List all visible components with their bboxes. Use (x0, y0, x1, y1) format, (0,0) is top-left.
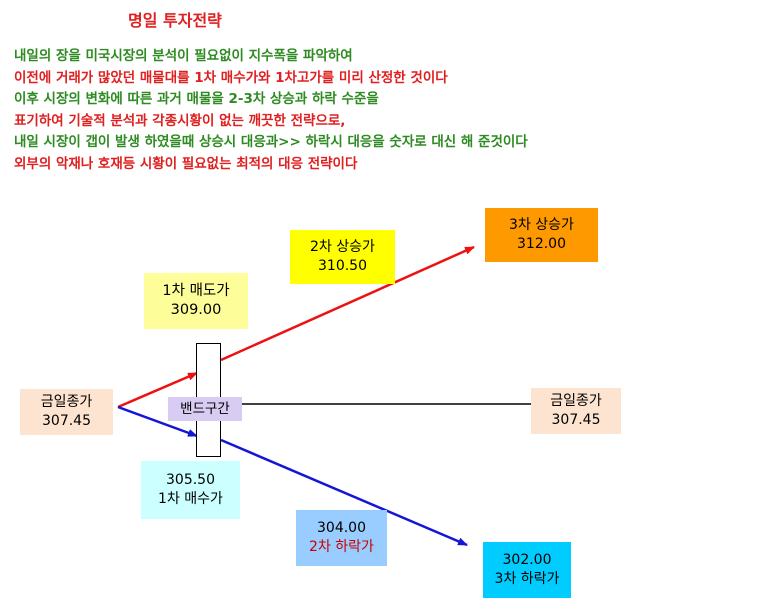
band-zone-label: 밴드구간 (168, 397, 242, 421)
rise3-label: 3차 상승가 (509, 217, 574, 233)
intro-line-2: 이전에 거래가 많았던 매물대를 1차 매수가와 1차고가를 미리 산정한 것이… (14, 69, 448, 86)
rise2-value: 310.50 (318, 258, 367, 274)
today-close-value: 307.45 (551, 412, 601, 428)
buy1-label: 1차 매수가 (158, 491, 223, 507)
today-close-label: 금일종가 (550, 393, 602, 409)
rise3-box: 3차 상승가 312.00 (485, 208, 598, 262)
rise2-box: 2차 상승가 310.50 (290, 230, 395, 284)
fall2-label: 2차 하락가 (309, 539, 374, 555)
page-title: 명일 투자전략 (128, 11, 222, 30)
fall3-value: 302.00 (502, 552, 552, 568)
fall3-box: 302.00 3차 하락가 (483, 542, 571, 598)
intro-line-1: 내일의 장을 미국시장의 분석이 필요없이 지수폭을 파악하여 (14, 48, 353, 64)
arrow-close-to-buy1 (117, 405, 198, 438)
today-close-value: 307.45 (42, 413, 91, 429)
rise2-label: 2차 상승가 (310, 239, 375, 255)
fall2-value: 304.00 (317, 520, 366, 536)
fall3-label: 3차 하락가 (494, 571, 560, 587)
intro-line-6: 외부의 악재나 호재등 시황이 필요없는 최적의 대응 전략이다 (14, 155, 358, 172)
intro-line-3: 이후 시장의 변화에 따른 과거 매물을 2-3차 상승과 하락 수준을 (14, 91, 379, 108)
fall2-box: 304.00 2차 하락가 (296, 510, 387, 566)
today-close-box-left: 금일종가 307.45 (20, 389, 113, 435)
today-close-label: 금일종가 (40, 394, 93, 410)
intro-line-5: 내일 시장이 갭이 발생 하였을때 상승시 대응과>> 하락시 대응을 숫자로 … (14, 134, 528, 151)
buy1-box: 305.50 1차 매수가 (141, 461, 240, 519)
arrow-band-to-rise3 (220, 245, 475, 362)
sell1-box: 1차 매도가 309.00 (144, 273, 248, 329)
today-close-box-right: 금일종가 307.45 (531, 388, 621, 434)
sell1-value: 309.00 (170, 302, 222, 318)
strategy-description: 내일의 장을 미국시장의 분석이 필요없이 지수폭을 파악하여 이전에 거래가 … (14, 46, 754, 176)
arrow-band-to-fall3 (220, 438, 468, 547)
buy1-value: 305.50 (166, 472, 215, 488)
rise3-value: 312.00 (517, 236, 566, 252)
arrow-close-to-sell1 (117, 371, 198, 409)
intro-line-4: 표기하여 기술적 분석과 각종시황이 없는 깨끗한 전략으로, (14, 112, 346, 129)
sell1-label: 1차 매도가 (162, 283, 230, 299)
